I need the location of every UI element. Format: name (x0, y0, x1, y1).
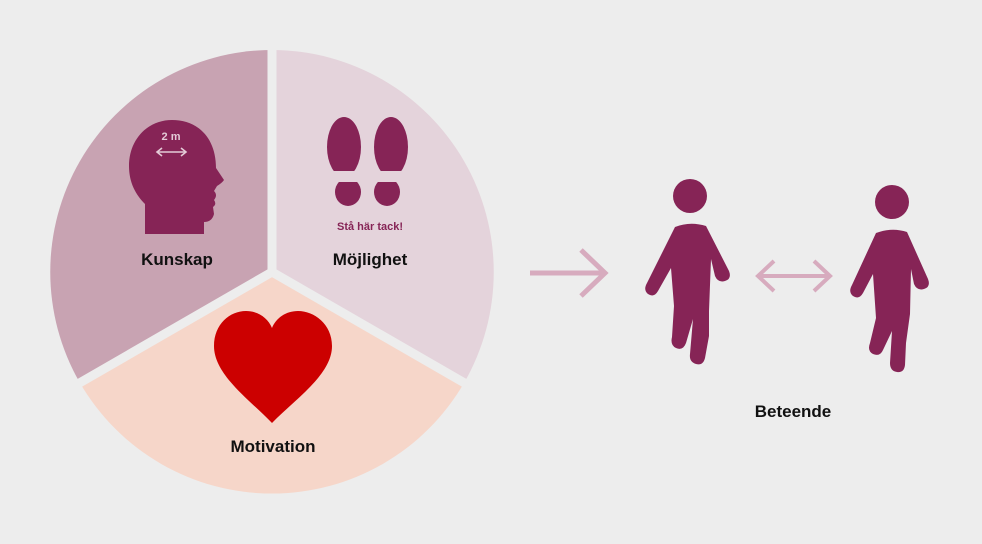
right-arrow-icon (530, 248, 609, 298)
distance-arrow-icon (155, 147, 188, 157)
footprints-icon: Stå här tack! (326, 117, 409, 233)
divider-right (269, 268, 471, 389)
sign-text: Stå här tack! (337, 221, 403, 233)
person-icon-right (850, 185, 929, 373)
double-arrow-icon (755, 259, 833, 293)
label-opportunity: Möjlighet (333, 250, 408, 269)
behavior-pie (50, 46, 494, 494)
label-knowledge: Kunskap (141, 250, 213, 269)
label-motivation: Motivation (231, 437, 316, 456)
divider-left (73, 268, 275, 389)
label-behavior: Beteende (755, 402, 832, 421)
person-icon-left (645, 179, 730, 365)
head-distance-icon: 2 m (129, 120, 224, 234)
head-silhouette (129, 120, 224, 234)
distance-text: 2 m (162, 131, 181, 143)
left-footprint (326, 117, 362, 206)
heart-icon (214, 311, 332, 423)
right-footprint (373, 117, 409, 206)
